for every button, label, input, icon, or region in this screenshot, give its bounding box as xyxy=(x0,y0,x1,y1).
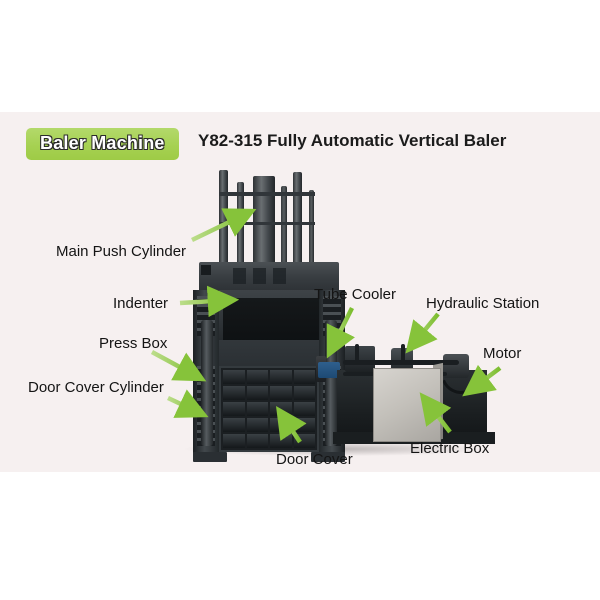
door-cover-cylinder-right xyxy=(325,320,337,446)
brand-glyph-2 xyxy=(253,268,266,284)
callout-hydraulic-station: Hydraulic Station xyxy=(426,295,540,312)
callout-indenter: Indenter xyxy=(113,295,169,312)
hydraulic-valve-block xyxy=(345,346,375,372)
cylinder-crossbar-top xyxy=(219,192,315,196)
main-push-cylinder-rod-4 xyxy=(293,172,302,266)
door-cover-cylinder-left xyxy=(201,320,213,446)
callout-press-box: Press Box xyxy=(99,335,168,352)
brand-glyph-1 xyxy=(233,268,246,284)
door-cover-grid xyxy=(219,366,319,452)
callout-door-cover-cylinder: Door Cover Cylinder xyxy=(28,379,164,396)
callout-tube-cooler: Tube Cooler xyxy=(314,286,396,303)
tube-cooler-unit xyxy=(318,362,340,378)
main-push-cylinder-rod-5 xyxy=(309,190,314,266)
hydraulic-power-unit xyxy=(333,320,495,448)
cylinder-crossbar-mid xyxy=(219,222,315,225)
brand-glyph-3 xyxy=(273,268,286,284)
hydraulic-pipe-riser-2 xyxy=(401,344,405,364)
baler-main-frame xyxy=(193,170,345,462)
main-push-cylinder-rod-1 xyxy=(219,170,228,266)
main-push-cylinder-body xyxy=(253,176,275,266)
callout-door-cover: Door Cover xyxy=(276,451,353,468)
electric-box-unit xyxy=(373,368,441,442)
header-bar: Baler Machine Y82-315 Fully Automatic Ve… xyxy=(0,128,600,168)
callout-main-push-cylinder: Main Push Cylinder xyxy=(56,243,187,260)
hydraulic-pipe-riser-1 xyxy=(355,344,359,364)
callout-electric-box: Electric Box xyxy=(410,440,490,457)
indenter-chamber xyxy=(223,298,319,342)
base-foot-right xyxy=(311,452,345,462)
callout-motor: Motor xyxy=(483,345,522,362)
name-plate xyxy=(201,265,211,275)
product-title: Y82-315 Fully Automatic Vertical Baler xyxy=(198,131,507,150)
main-push-cylinder-rod-3 xyxy=(281,186,287,266)
category-badge: Baler Machine xyxy=(26,128,179,160)
base-foot-left xyxy=(193,452,227,462)
